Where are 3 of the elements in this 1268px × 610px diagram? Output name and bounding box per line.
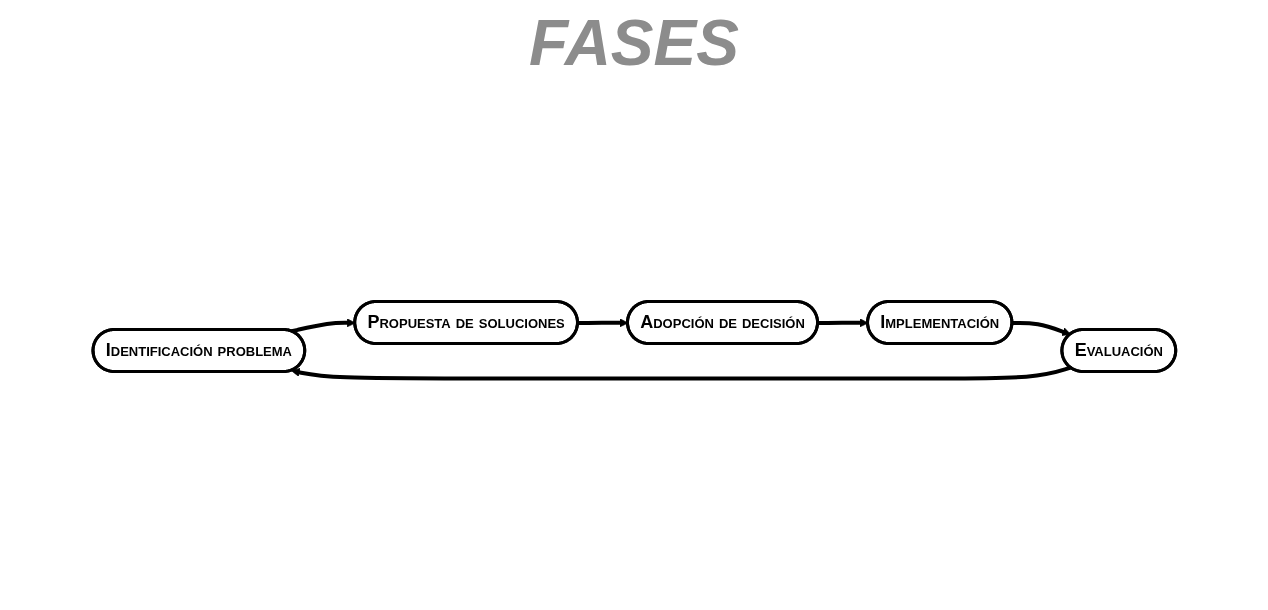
diagram-title: FASES [528, 6, 740, 80]
arrow [290, 365, 1071, 381]
arrow [1012, 320, 1071, 336]
